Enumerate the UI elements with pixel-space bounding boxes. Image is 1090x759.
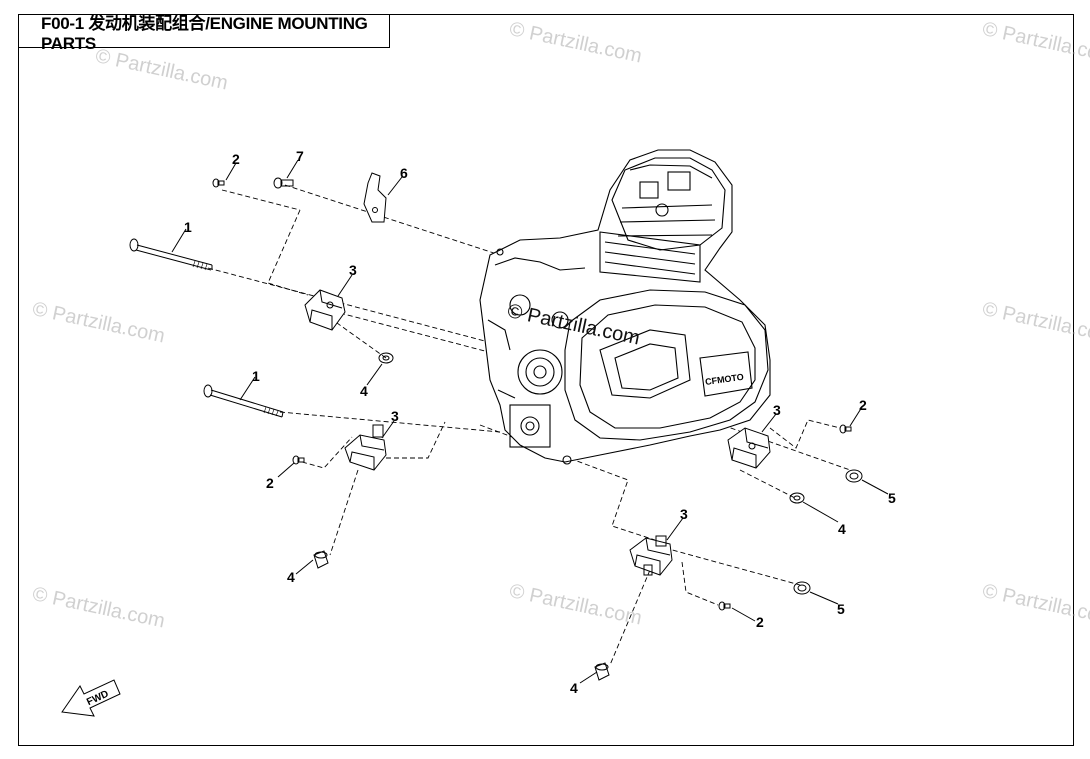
callout-leaders: [171, 159, 889, 684]
nut-5-b: [793, 581, 811, 595]
bolt-2-c: [839, 424, 852, 434]
diagram-frame: [18, 14, 1074, 746]
callout-4-right: 4: [838, 521, 846, 537]
callout-7: 7: [296, 148, 304, 164]
callout-3-bottom: 3: [680, 506, 688, 522]
callout-3-lower-left: 3: [391, 408, 399, 424]
callout-2-right: 2: [859, 397, 867, 413]
bolt-1-upper: [129, 238, 213, 271]
bracket-6: [363, 172, 387, 223]
callout-4-lower-left: 4: [287, 569, 295, 585]
callout-3-right: 3: [773, 402, 781, 418]
callout-2-bottom: 2: [756, 614, 764, 630]
assembly-lines: [207, 184, 851, 666]
nut-5-a: [845, 469, 863, 483]
bolt-2-d: [718, 601, 731, 611]
page-title: F00-1 发动机装配组合/ENGINE MOUNTING PARTS: [18, 14, 390, 53]
mount-3-d: [629, 535, 673, 576]
fwd-arrow-icon: [61, 679, 121, 717]
bolt-2-a: [212, 178, 225, 188]
nut-4-a: [378, 352, 394, 364]
page-title-text: F00-1 发动机装配组合/ENGINE MOUNTING PARTS: [41, 13, 368, 53]
mount-3-a: [304, 289, 346, 331]
bolt-7: [273, 177, 294, 189]
nut-4-d: [594, 662, 610, 681]
callout-5-bottom: 5: [837, 601, 845, 617]
bolt-1-lower: [203, 384, 284, 418]
callout-2-left: 2: [266, 475, 274, 491]
callout-4-upper-left: 4: [360, 383, 368, 399]
callout-2-top: 2: [232, 151, 240, 167]
engine-assembly: [479, 149, 771, 465]
bolt-2-b: [292, 455, 305, 465]
mount-3-c: [727, 427, 771, 469]
mount-3-b: [344, 424, 387, 471]
nut-4-b: [313, 550, 329, 569]
callout-6: 6: [400, 165, 408, 181]
callout-4-bottom: 4: [570, 680, 578, 696]
callout-5-right: 5: [888, 490, 896, 506]
callout-1-upper: 1: [184, 219, 192, 235]
nut-4-c: [789, 492, 805, 504]
callout-3-upper-left: 3: [349, 262, 357, 278]
callout-1-lower: 1: [252, 368, 260, 384]
